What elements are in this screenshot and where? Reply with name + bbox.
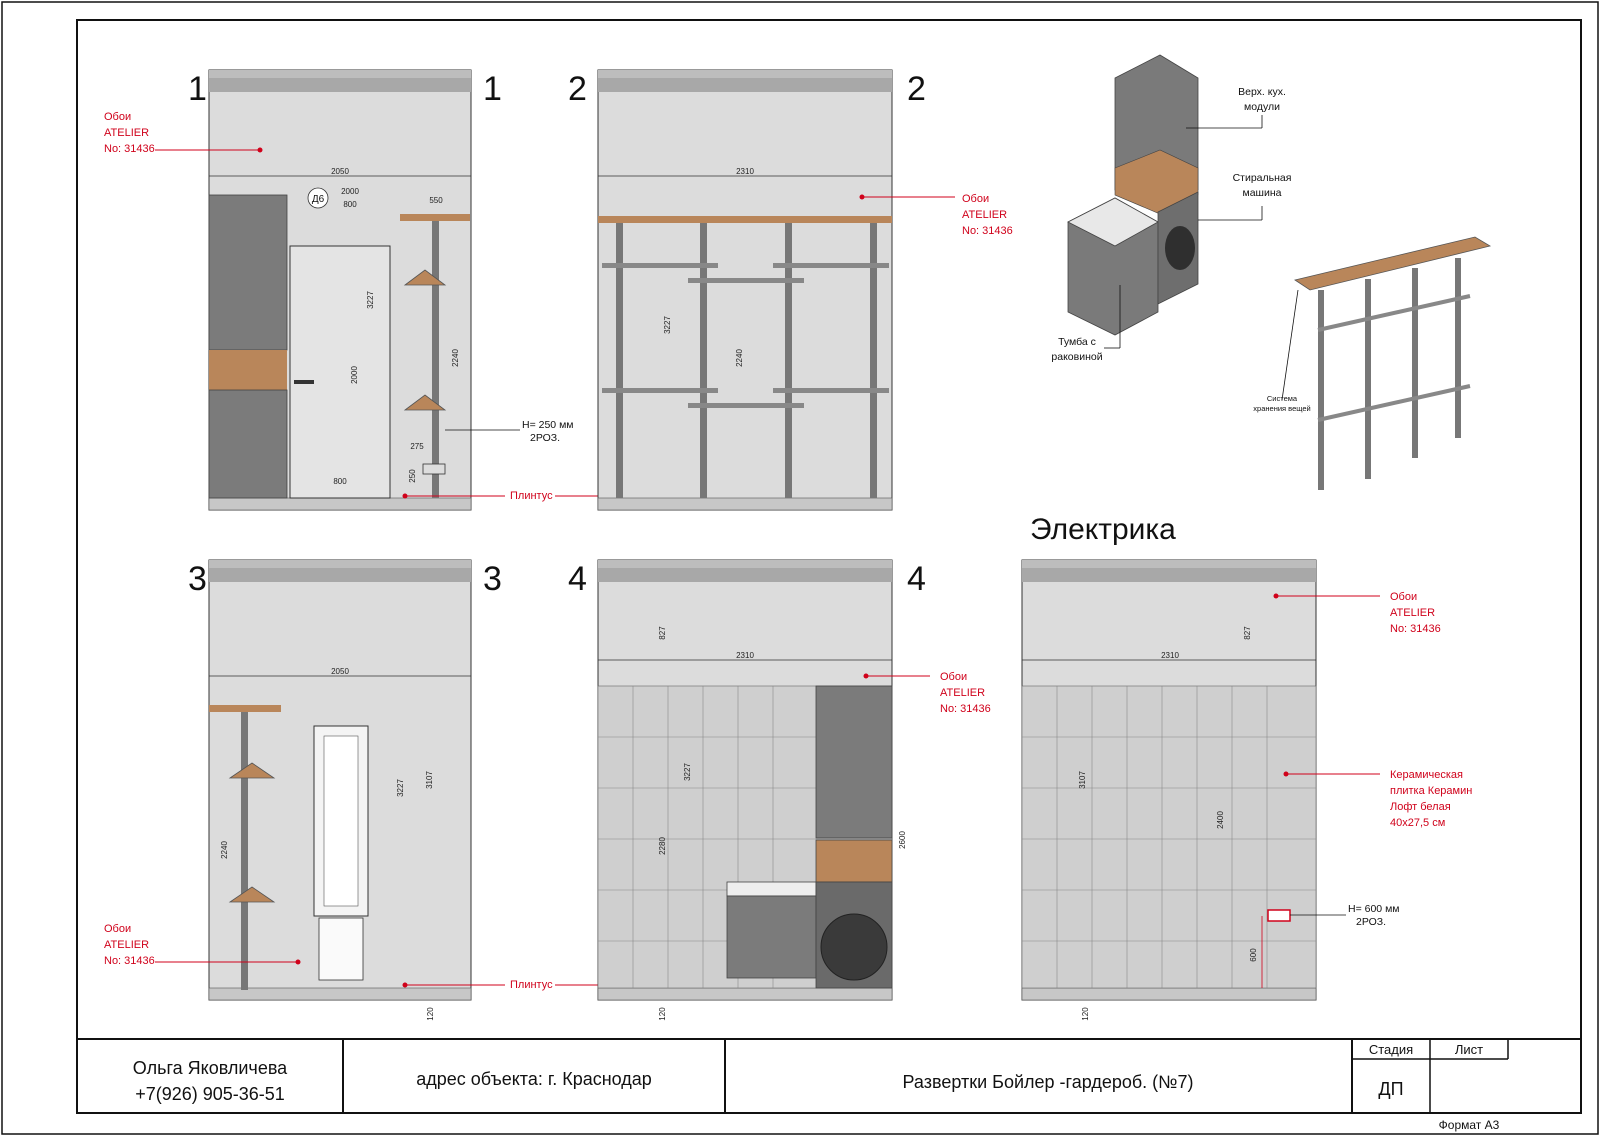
tile-label-line2: плитка Керамин: [1390, 785, 1472, 797]
door-tag: Д6: [312, 194, 325, 205]
dim-3107-e3: 3107: [425, 771, 434, 789]
dim-275: 275: [410, 442, 424, 451]
electrics-title: Электрика: [1030, 513, 1176, 546]
dim-600-electrics: 600: [1249, 948, 1258, 962]
dim-3227-e2: 3227: [663, 316, 672, 334]
dim-3107-electrics: 3107: [1078, 771, 1087, 789]
elevation-electrics: [1021, 559, 1317, 1001]
baseboard-label-1: Плинтус: [510, 490, 553, 502]
wallpaper-label-5-line2: ATELIER: [1390, 607, 1435, 619]
dim-827-e4: 827: [658, 626, 667, 640]
dim-3227-e1: 3227: [366, 291, 375, 309]
wallpaper-dot-1: [257, 147, 263, 153]
wallpaper-label-1-line2: ATELIER: [104, 127, 149, 139]
socket-600-line2: 2РОЗ.: [1356, 916, 1386, 928]
dim-2240-e1: 2240: [451, 349, 460, 367]
elevation-2-right-number: 2: [907, 70, 926, 108]
iso-sink-line2: раковиной: [1051, 351, 1102, 363]
dim-3227-e4: 3227: [683, 763, 692, 781]
inner-frame: [76, 19, 1582, 1114]
dim-door-2000: 2000: [341, 187, 359, 196]
paper-format: Формат А3: [1439, 1118, 1500, 1132]
dim-2050: 2050: [331, 167, 349, 176]
elevation-4-right-number: 4: [907, 560, 926, 598]
elevation-3-left-number: 3: [188, 560, 207, 598]
wallpaper-label-1-line3: No: 31436: [104, 143, 155, 155]
dim-2240-e2: 2240: [735, 349, 744, 367]
socket-600-line1: H= 600 мм: [1348, 903, 1400, 915]
elevation-3: [208, 559, 472, 1001]
wallpaper-label-5-line1: Обои: [1390, 591, 1417, 603]
author-phone: +7(926) 905-36-51: [135, 1084, 285, 1104]
iso-storage-system: [1281, 236, 1492, 490]
stage-value: ДП: [1378, 1079, 1403, 1099]
elevation-4: [597, 559, 893, 1001]
iso-storage-line2: хранения вещей: [1253, 404, 1310, 413]
elevation-2-left-number: 2: [568, 70, 587, 108]
tile-label-line4: 40x27,5 см: [1390, 817, 1445, 829]
wallpaper-label-3-line2: ATELIER: [104, 939, 149, 951]
iso-kitchen-module: [1067, 54, 1199, 336]
wallpaper-label-2-line2: ATELIER: [962, 209, 1007, 221]
dim-2600-e4: 2600: [898, 831, 907, 849]
sheet-title: Развертки Бойлер -гардероб. (№7): [903, 1072, 1194, 1092]
dim-250: 250: [408, 469, 417, 483]
elevation-1-left-number: 1: [188, 70, 207, 108]
dim-2280-e4: 2280: [658, 837, 667, 855]
dim-120-electrics: 120: [1081, 1007, 1090, 1021]
elevation-1: [208, 69, 472, 511]
socket-250-line1: H= 250 мм: [522, 419, 574, 431]
object-address: адрес объекта: г. Краснодар: [416, 1069, 652, 1089]
author-name: Ольга Яковличева: [133, 1058, 288, 1078]
dim-2310-electrics: 2310: [1161, 651, 1179, 660]
iso-washer-line1: Стиральная: [1233, 172, 1292, 184]
dim-550: 550: [429, 196, 443, 205]
wallpaper-label-1-line1: Обои: [104, 111, 131, 123]
dim-2240-e3: 2240: [220, 841, 229, 859]
elevation-4-left-number: 4: [568, 560, 587, 598]
iso-washer-line2: машина: [1243, 187, 1282, 199]
dim-2400-electrics: 2400: [1216, 811, 1225, 829]
elevation-2: [597, 69, 893, 511]
elevation-3-right-number: 3: [483, 560, 502, 598]
title-block: [77, 1038, 1581, 1113]
dim-120-e4: 120: [658, 1007, 667, 1021]
iso-upper-line2: модули: [1244, 101, 1280, 113]
iso-storage-line1: Система: [1267, 394, 1298, 403]
iso-sink-line1: Тумба с: [1058, 336, 1096, 348]
dim-2000-e1: 2000: [350, 366, 359, 384]
wallpaper-label-2-line3: No: 31436: [962, 225, 1013, 237]
dim-2310-e2: 2310: [736, 167, 754, 176]
baseboard-label-2: Плинтус: [510, 979, 553, 991]
dim-door-800: 800: [343, 200, 357, 209]
tile-label-line1: Керамическая: [1390, 769, 1463, 781]
wallpaper-label-5-line3: No: 31436: [1390, 623, 1441, 635]
elevation-1-right-number: 1: [483, 70, 502, 108]
tile-label-line3: Лофт белая: [1390, 801, 1451, 813]
wallpaper-label-3-line3: No: 31436: [104, 955, 155, 967]
dim-2310-e4: 2310: [736, 651, 754, 660]
stage-label: Стадия: [1369, 1042, 1413, 1057]
wallpaper-label-2-line1: Обои: [962, 193, 989, 205]
dim-120-e3: 120: [426, 1007, 435, 1021]
wallpaper-label-4-line3: No: 31436: [940, 703, 991, 715]
sheet-label: Лист: [1455, 1042, 1483, 1057]
wallpaper-label-3-line1: Обои: [104, 923, 131, 935]
socket-250-line2: 2РОЗ.: [530, 432, 560, 444]
iso-upper-line1: Верх. кух.: [1238, 86, 1286, 98]
dim-827-electrics: 827: [1243, 626, 1252, 640]
dim-3227-e3: 3227: [396, 779, 405, 797]
dim-800: 800: [333, 477, 347, 486]
wallpaper-label-4-line1: Обои: [940, 671, 967, 683]
wallpaper-label-4-line2: ATELIER: [940, 687, 985, 699]
dim-2050-e3: 2050: [331, 667, 349, 676]
